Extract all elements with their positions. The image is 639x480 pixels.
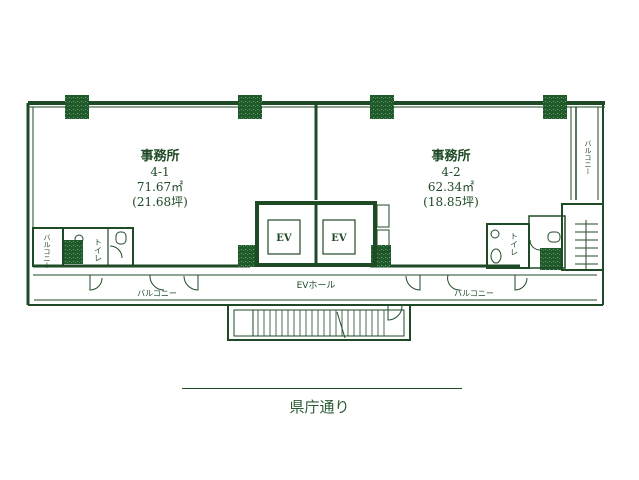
elevator-car-1: [267, 219, 301, 255]
bottom-staircase: [227, 304, 411, 341]
toilet-left-label: トイレ: [94, 238, 103, 262]
elevator-2-label: EV: [331, 233, 347, 244]
balcony-bottom-left-label: バルコニー: [137, 289, 177, 298]
balcony-right-vertical-label: バルコニー: [584, 140, 592, 175]
unit-4-1-area-tsubo: (21.68坪): [132, 195, 188, 209]
unit-4-2-type: 事務所: [431, 148, 470, 164]
toilet-right-label: トイレ: [510, 232, 519, 256]
right-staircase: [561, 203, 604, 271]
unit-4-1-area-m2: 71.67㎡: [137, 180, 183, 194]
street-label: 県庁通り: [289, 398, 350, 416]
unit-4-1-label: 事務所 4-1 71.67㎡ (21.68坪): [132, 148, 188, 209]
door-swings: [149, 274, 528, 291]
balcony-left-vertical-label: バルコニー: [43, 234, 51, 269]
elevator-car-2: [322, 219, 356, 255]
unit-4-1-type: 事務所: [140, 148, 179, 164]
street-line: [182, 388, 462, 389]
unit-4-2-area-tsubo: (18.85坪): [423, 195, 479, 209]
unit-4-2-label: 事務所 4-2 62.34㎡ (18.85坪): [423, 148, 479, 209]
unit-4-1-number: 4-1: [150, 165, 169, 179]
elevator-core: [255, 201, 390, 267]
unit-4-2-number: 4-2: [441, 165, 460, 179]
structural-columns: [63, 95, 567, 270]
unit-4-2-area-m2: 62.34㎡: [428, 180, 474, 194]
left-toilet-block: [32, 227, 134, 291]
balcony-bottom-right-label: バルコニー: [454, 289, 494, 298]
ev-hall-label: EVホール: [297, 280, 336, 291]
right-toilet-block: [486, 215, 566, 269]
right-vertical-balcony: [570, 107, 577, 200]
elevator-1-label: EV: [276, 233, 292, 244]
